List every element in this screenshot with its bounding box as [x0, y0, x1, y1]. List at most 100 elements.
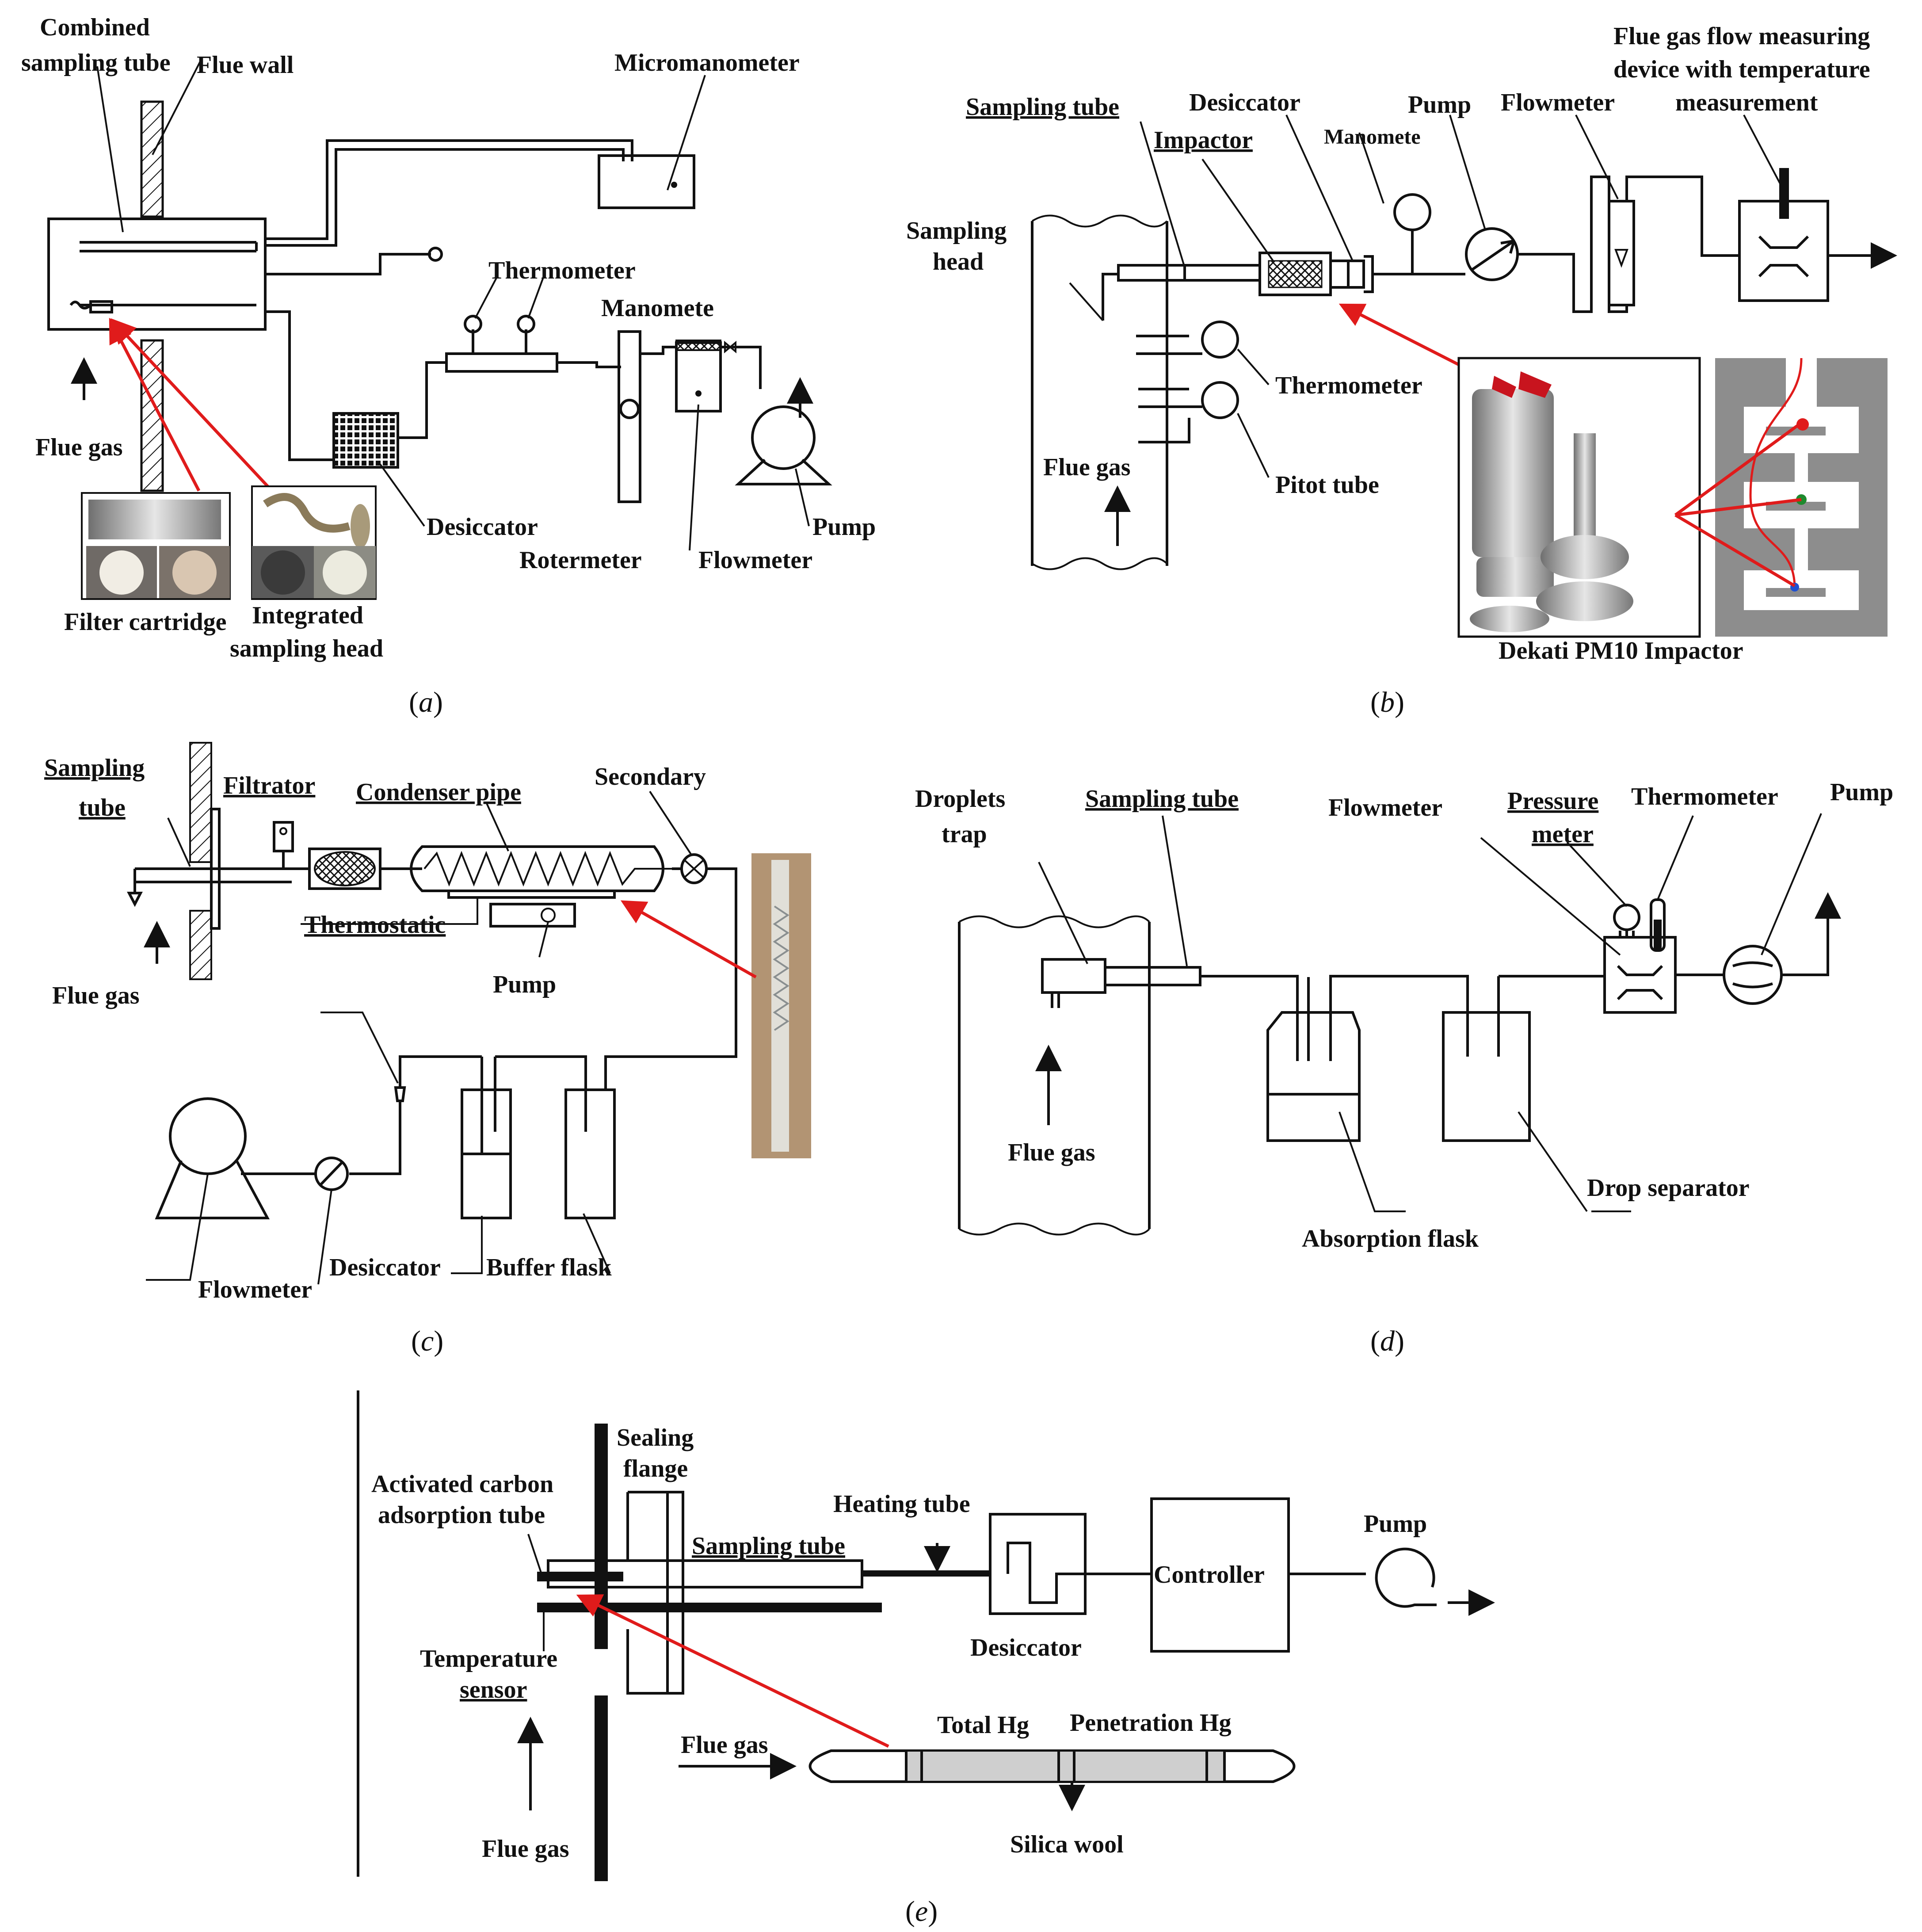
- label-desiccator-c: Desiccator: [329, 1254, 441, 1281]
- label-pressure-2: meter: [1532, 821, 1594, 848]
- label-filter-cartridge: Filter cartridge: [64, 608, 226, 636]
- caption-a: (a): [409, 686, 443, 718]
- label-condenser: Condenser pipe: [356, 779, 521, 806]
- flue-wall-c-top: [189, 742, 212, 863]
- label-flowmeter-c: Flowmeter: [198, 1276, 312, 1303]
- flowmeter-b: [1608, 200, 1635, 306]
- label-total-hg: Total Hg: [937, 1711, 1029, 1739]
- label-pressure-1: Pressure: [1507, 787, 1598, 815]
- label-thermostatic: Thermostatic: [304, 911, 446, 939]
- desiccator-box-a: [332, 412, 399, 469]
- label-temp-2: sensor: [460, 1676, 527, 1703]
- flowmeter-a: [675, 341, 722, 412]
- label-penetration-hg: Penetration Hg: [1070, 1709, 1231, 1737]
- pump-a: [751, 405, 816, 470]
- caption-b: (b): [1370, 686, 1404, 718]
- label-sampling-head-1: Sampling: [906, 217, 1007, 244]
- flue-wall-top: [140, 100, 164, 218]
- label-sampling-tube-d: Sampling tube: [1085, 785, 1239, 813]
- label-impactor: Impactor: [1154, 126, 1253, 154]
- label-pump-b: Pump: [1408, 91, 1471, 118]
- label-drop-sep: Drop separator: [1587, 1174, 1750, 1202]
- label-pump-a: Pump: [812, 513, 876, 541]
- label-pump-c: Pump: [493, 971, 556, 998]
- label-droplets-1: Droplets: [915, 785, 1005, 813]
- pump-b: [1465, 227, 1519, 281]
- label-flue-gas-c: Flue gas: [52, 982, 140, 1009]
- label-droplets-2: trap: [942, 821, 987, 848]
- label-rotermeter: Rotermeter: [519, 546, 642, 574]
- condenser-pipe: [410, 845, 664, 892]
- label-sampling-tube-b: Sampling tube: [966, 93, 1119, 121]
- caption-d: (d): [1370, 1325, 1404, 1357]
- adsorption-tube-inset: [808, 1749, 1296, 1783]
- label-buffer: Buffer flask: [486, 1254, 612, 1281]
- drop-separator: [1442, 1011, 1531, 1142]
- stack-wall-bottom: [595, 1695, 608, 1881]
- thermometer-b: [1201, 321, 1239, 359]
- label-flowmeter-d: Flowmeter: [1328, 794, 1442, 821]
- label-flue-meas-1: Flue gas flow measuring: [1613, 23, 1870, 50]
- label-flue-meas-2: device with temperature: [1613, 56, 1870, 83]
- panel-b: Sampling tube Impactor Desiccator Manome…: [906, 23, 1897, 718]
- label-desiccator-a: Desiccator: [427, 513, 538, 541]
- sampling-tube-d: [1104, 966, 1201, 986]
- pitot-tube-b: [1201, 381, 1239, 419]
- label-desiccator-e: Desiccator: [970, 1634, 1082, 1661]
- label-integrated-1: Integrated: [252, 602, 363, 629]
- label-micromanometer: Micromanometer: [614, 49, 800, 76]
- pump-d: [1723, 945, 1783, 1005]
- micromanometer-box: [598, 154, 695, 209]
- caption-c: (c): [411, 1325, 443, 1357]
- label-activated-2: adsorption tube: [378, 1501, 545, 1529]
- label-sampling-head-2: head: [933, 248, 984, 275]
- label-controller: Controller: [1154, 1561, 1265, 1588]
- label-sampling-c-1: Sampling: [44, 754, 145, 782]
- label-flue-gas-b: Flue gas: [1043, 454, 1131, 481]
- label-silica: Silica wool: [1010, 1831, 1124, 1858]
- label-flowmeter-a: Flowmeter: [698, 546, 812, 574]
- sealing-flange: [626, 1491, 684, 1695]
- label-flue-meas-3: measurement: [1675, 89, 1818, 116]
- label-flue-wall: Flue wall: [197, 51, 294, 79]
- impactor-box: [1258, 252, 1332, 296]
- label-pump-e: Pump: [1364, 1510, 1427, 1538]
- label-absorption: Absorption flask: [1302, 1225, 1479, 1252]
- label-sealing-2: flange: [623, 1455, 688, 1482]
- panel-e: Sealing flange Activated carbon adsorpti…: [357, 1390, 1495, 1928]
- label-flue-gas-e-in: Flue gas: [681, 1731, 768, 1759]
- label-flowmeter-b: Flowmeter: [1501, 89, 1615, 116]
- label-temp-1: Temperature: [420, 1645, 557, 1672]
- label-manomete-b: Manomete: [1324, 125, 1421, 149]
- label-dekati: Dekati PM10 Impactor: [1499, 637, 1743, 664]
- label-combined-2: sampling tube: [21, 49, 171, 76]
- caption-e: (e): [905, 1895, 938, 1928]
- label-sampling-c-2: tube: [79, 794, 126, 821]
- label-integrated-2: sampling head: [230, 635, 383, 662]
- label-flue-gas-d: Flue gas: [1008, 1139, 1095, 1166]
- panel-c: Sampling tube Filtrator Condenser pipe S…: [44, 742, 811, 1357]
- flue-box: [47, 218, 267, 331]
- label-sampling-tube-e: Sampling tube: [692, 1532, 845, 1560]
- label-sealing-1: Sealing: [617, 1424, 694, 1451]
- label-thermometer-d: Thermometer: [1631, 783, 1778, 810]
- panel-a: Combined sampling tube Flue wall Microma…: [21, 14, 876, 718]
- rotameter: [618, 330, 641, 503]
- label-combined-1: Combined: [40, 14, 150, 41]
- label-flue-gas-e: Flue gas: [482, 1835, 569, 1863]
- label-secondary: Secondary: [595, 763, 706, 790]
- buffer-flask: [564, 1088, 616, 1219]
- manometer-b: [1393, 193, 1431, 231]
- label-desiccator-b: Desiccator: [1189, 89, 1300, 116]
- label-flue-gas-a: Flue gas: [35, 434, 123, 461]
- desiccator-e: [989, 1513, 1087, 1615]
- stack-wall-top: [595, 1424, 608, 1649]
- absorption-flask: [1266, 1011, 1361, 1142]
- flue-wall-c-bottom: [189, 910, 212, 980]
- panel-d: Droplets trap Sampling tube Flowmeter Pr…: [915, 779, 1893, 1357]
- pump-e: [1375, 1547, 1437, 1608]
- label-pump-d: Pump: [1830, 779, 1893, 806]
- label-pitot-tube: Pitot tube: [1275, 471, 1379, 499]
- label-filtrator: Filtrator: [223, 772, 315, 799]
